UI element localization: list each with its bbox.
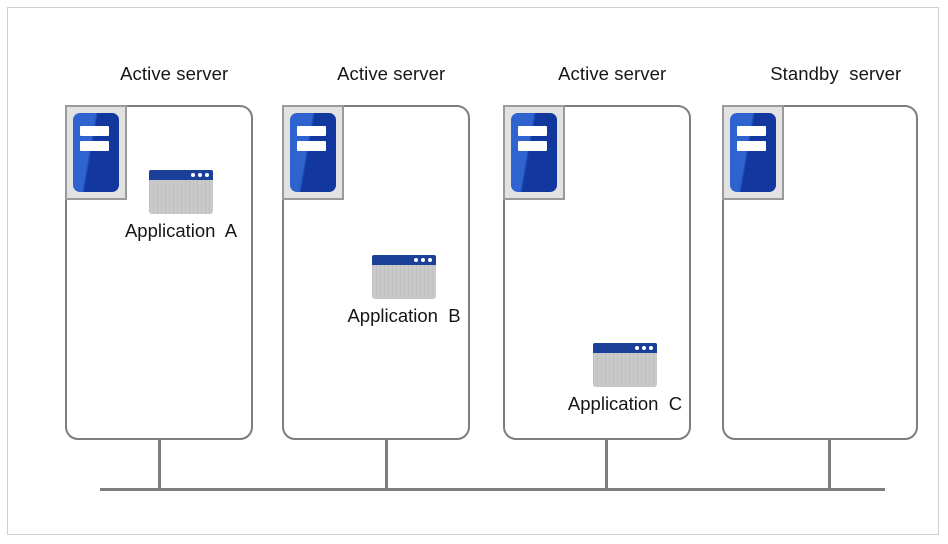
server-slot-bar-1 <box>80 125 109 136</box>
application-titlebar <box>593 343 657 353</box>
server-chassis <box>511 113 557 192</box>
server-column-1: Active server Server 1 Application <box>65 0 253 544</box>
application-window-icon <box>593 343 657 387</box>
server-role-4: Standby server <box>770 63 902 84</box>
server-column-2: Active server Server 2 Application <box>282 0 470 544</box>
application-window-icon <box>149 170 213 214</box>
server-role-1: Active server <box>120 63 229 84</box>
server-icon <box>282 105 344 200</box>
network-bus-line <box>100 488 885 491</box>
server-column-3: Active server Server 3 Application <box>503 0 691 544</box>
application-label-c: Application C <box>567 393 683 414</box>
application-window-icon <box>372 255 436 299</box>
network-connector-4 <box>828 440 831 490</box>
application-b[interactable]: Application B <box>347 255 461 326</box>
server-chassis <box>290 113 336 192</box>
application-label-a: Application A <box>124 220 238 241</box>
application-c[interactable]: Application C <box>568 343 682 414</box>
server-box-1[interactable]: Application A <box>65 105 253 440</box>
application-window-dots <box>191 173 209 177</box>
server-icon <box>503 105 565 200</box>
server-slot-bar-2 <box>737 141 766 152</box>
server-box-2[interactable]: Application B <box>282 105 470 440</box>
server-chassis <box>73 113 119 192</box>
network-connector-1 <box>158 440 161 490</box>
application-a[interactable]: Application A <box>125 170 237 241</box>
network-connector-3 <box>605 440 608 490</box>
application-titlebar <box>149 170 213 180</box>
server-slot-bar-1 <box>518 125 547 136</box>
network-connector-2 <box>385 440 388 490</box>
server-slot-bar-2 <box>297 141 326 152</box>
application-window-dots <box>414 258 432 262</box>
server-box-3[interactable]: Application C <box>503 105 691 440</box>
server-column-4: Standby server Server 4 <box>722 0 918 544</box>
server-box-4[interactable] <box>722 105 918 440</box>
server-slot-bar-2 <box>518 141 547 152</box>
server-icon <box>722 105 784 200</box>
server-chassis <box>730 113 776 192</box>
application-label-b: Application B <box>347 305 461 326</box>
server-slot-bar-2 <box>80 141 109 152</box>
server-icon <box>65 105 127 200</box>
server-slot-bar-1 <box>297 125 326 136</box>
server-role-3: Active server <box>558 63 667 84</box>
application-titlebar <box>372 255 436 265</box>
server-slot-bar-1 <box>737 125 766 136</box>
server-role-2: Active server <box>337 63 446 84</box>
application-window-dots <box>635 346 653 350</box>
